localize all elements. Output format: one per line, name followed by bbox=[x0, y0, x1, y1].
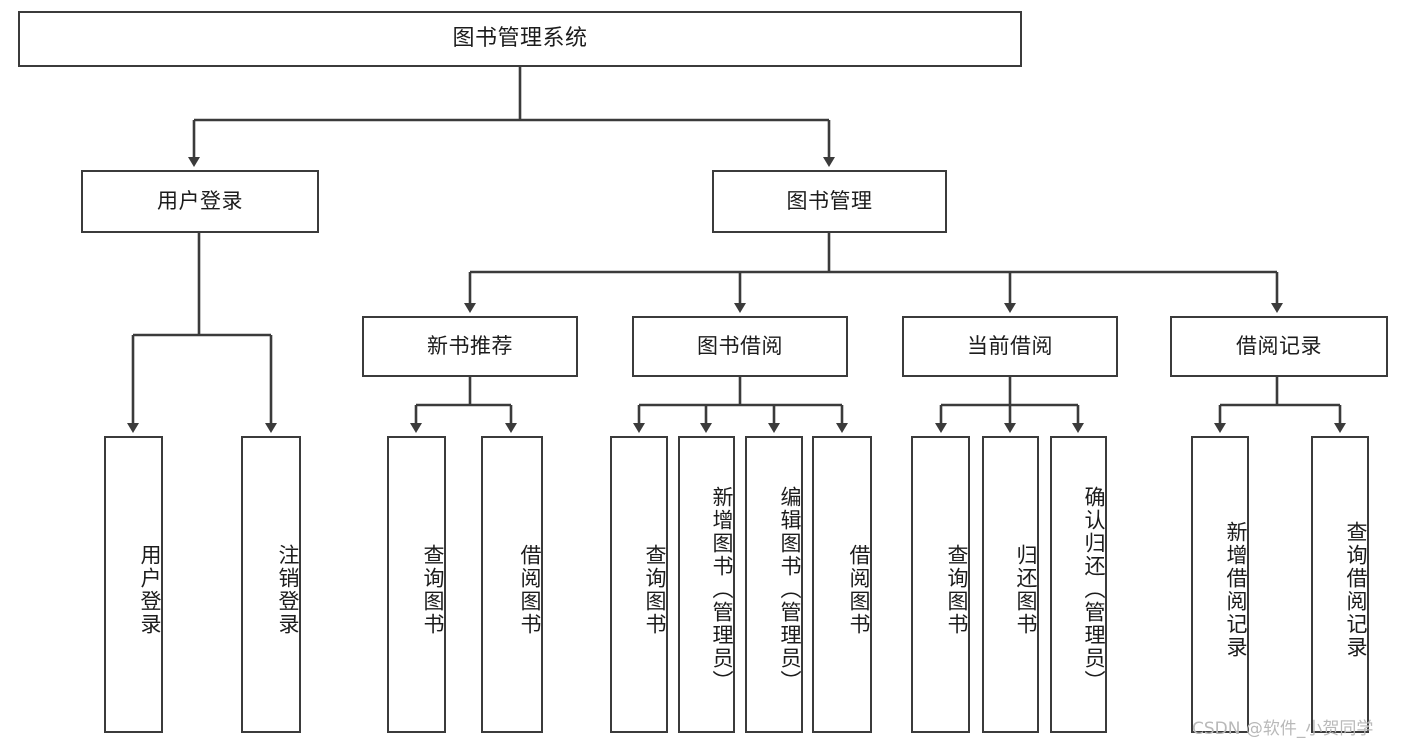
leaf-logout-login[interactable]: 注销登录 bbox=[241, 436, 301, 733]
node-book-management[interactable]: 图书管理 bbox=[712, 170, 947, 233]
leaf-query-book-current[interactable]: 查询图书 bbox=[911, 436, 970, 733]
leaf-borrow-book-recommend[interactable]: 借阅图书 bbox=[481, 436, 543, 733]
leaf-add-book-admin[interactable]: 新增图书（管理员） bbox=[678, 436, 735, 733]
node-book-borrow[interactable]: 图书借阅 bbox=[632, 316, 848, 377]
leaf-query-book-borrow[interactable]: 查询图书 bbox=[610, 436, 668, 733]
csdn-watermark: CSDN @软件_小贺同学 bbox=[1192, 719, 1374, 739]
leaf-query-book-recommend[interactable]: 查询图书 bbox=[387, 436, 446, 733]
node-root-book-management-system[interactable]: 图书管理系统 bbox=[18, 11, 1022, 67]
node-current-borrow[interactable]: 当前借阅 bbox=[902, 316, 1118, 377]
leaf-add-borrow-record[interactable]: 新增借阅记录 bbox=[1191, 436, 1249, 733]
node-borrow-records[interactable]: 借阅记录 bbox=[1170, 316, 1388, 377]
leaf-user-login[interactable]: 用户登录 bbox=[104, 436, 163, 733]
node-new-book-recommend[interactable]: 新书推荐 bbox=[362, 316, 578, 377]
leaf-borrow-book[interactable]: 借阅图书 bbox=[812, 436, 872, 733]
leaf-confirm-return-admin[interactable]: 确认归还（管理员） bbox=[1050, 436, 1107, 733]
node-user-login[interactable]: 用户登录 bbox=[81, 170, 319, 233]
leaf-return-book[interactable]: 归还图书 bbox=[982, 436, 1039, 733]
leaf-query-borrow-record[interactable]: 查询借阅记录 bbox=[1311, 436, 1369, 733]
leaf-edit-book-admin[interactable]: 编辑图书（管理员） bbox=[745, 436, 803, 733]
